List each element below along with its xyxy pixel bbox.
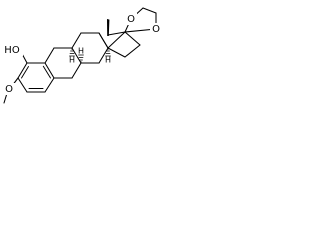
ketal-oxygen-top-label: O: [127, 14, 135, 25]
ring-a: [17, 62, 55, 93]
h9-hash: [78, 54, 84, 64]
structure-canvas: HO O O O H H H: [0, 0, 166, 105]
methyl-bond: [107, 31, 126, 36]
h9-label: H: [78, 47, 84, 56]
h8-hash: [69, 47, 75, 57]
methoxy-oxygen-label: O: [5, 84, 13, 95]
hydroxyl-label: HO: [4, 45, 20, 56]
molecule-drawing: HO O O O H H H: [1, 7, 162, 104]
ring-b: [44, 47, 82, 79]
methyl-wedge: [107, 19, 110, 36]
ring-d: [98, 31, 141, 58]
h14-label: H: [105, 56, 111, 65]
ketal-oxygen-right-label: O: [152, 24, 160, 35]
h8-label: H: [69, 56, 75, 65]
h14-hash: [105, 47, 111, 57]
